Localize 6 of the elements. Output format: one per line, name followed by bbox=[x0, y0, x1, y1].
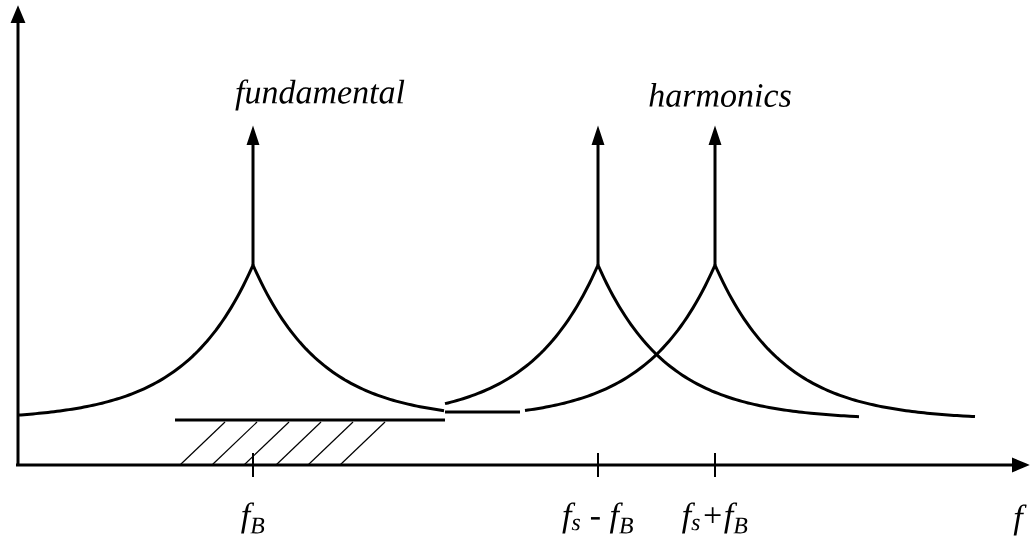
axis-label: f$_{B}$ bbox=[241, 502, 265, 534]
axis-label: f bbox=[1013, 504, 1027, 536]
axis-label: fundamental bbox=[235, 79, 405, 111]
axis-label: harmonics bbox=[649, 83, 791, 107]
axis-label: f$_{s}$+f$_{B}$ bbox=[682, 502, 748, 534]
axis-label: f$_{s}$ - f$_{B}$ bbox=[562, 502, 633, 534]
